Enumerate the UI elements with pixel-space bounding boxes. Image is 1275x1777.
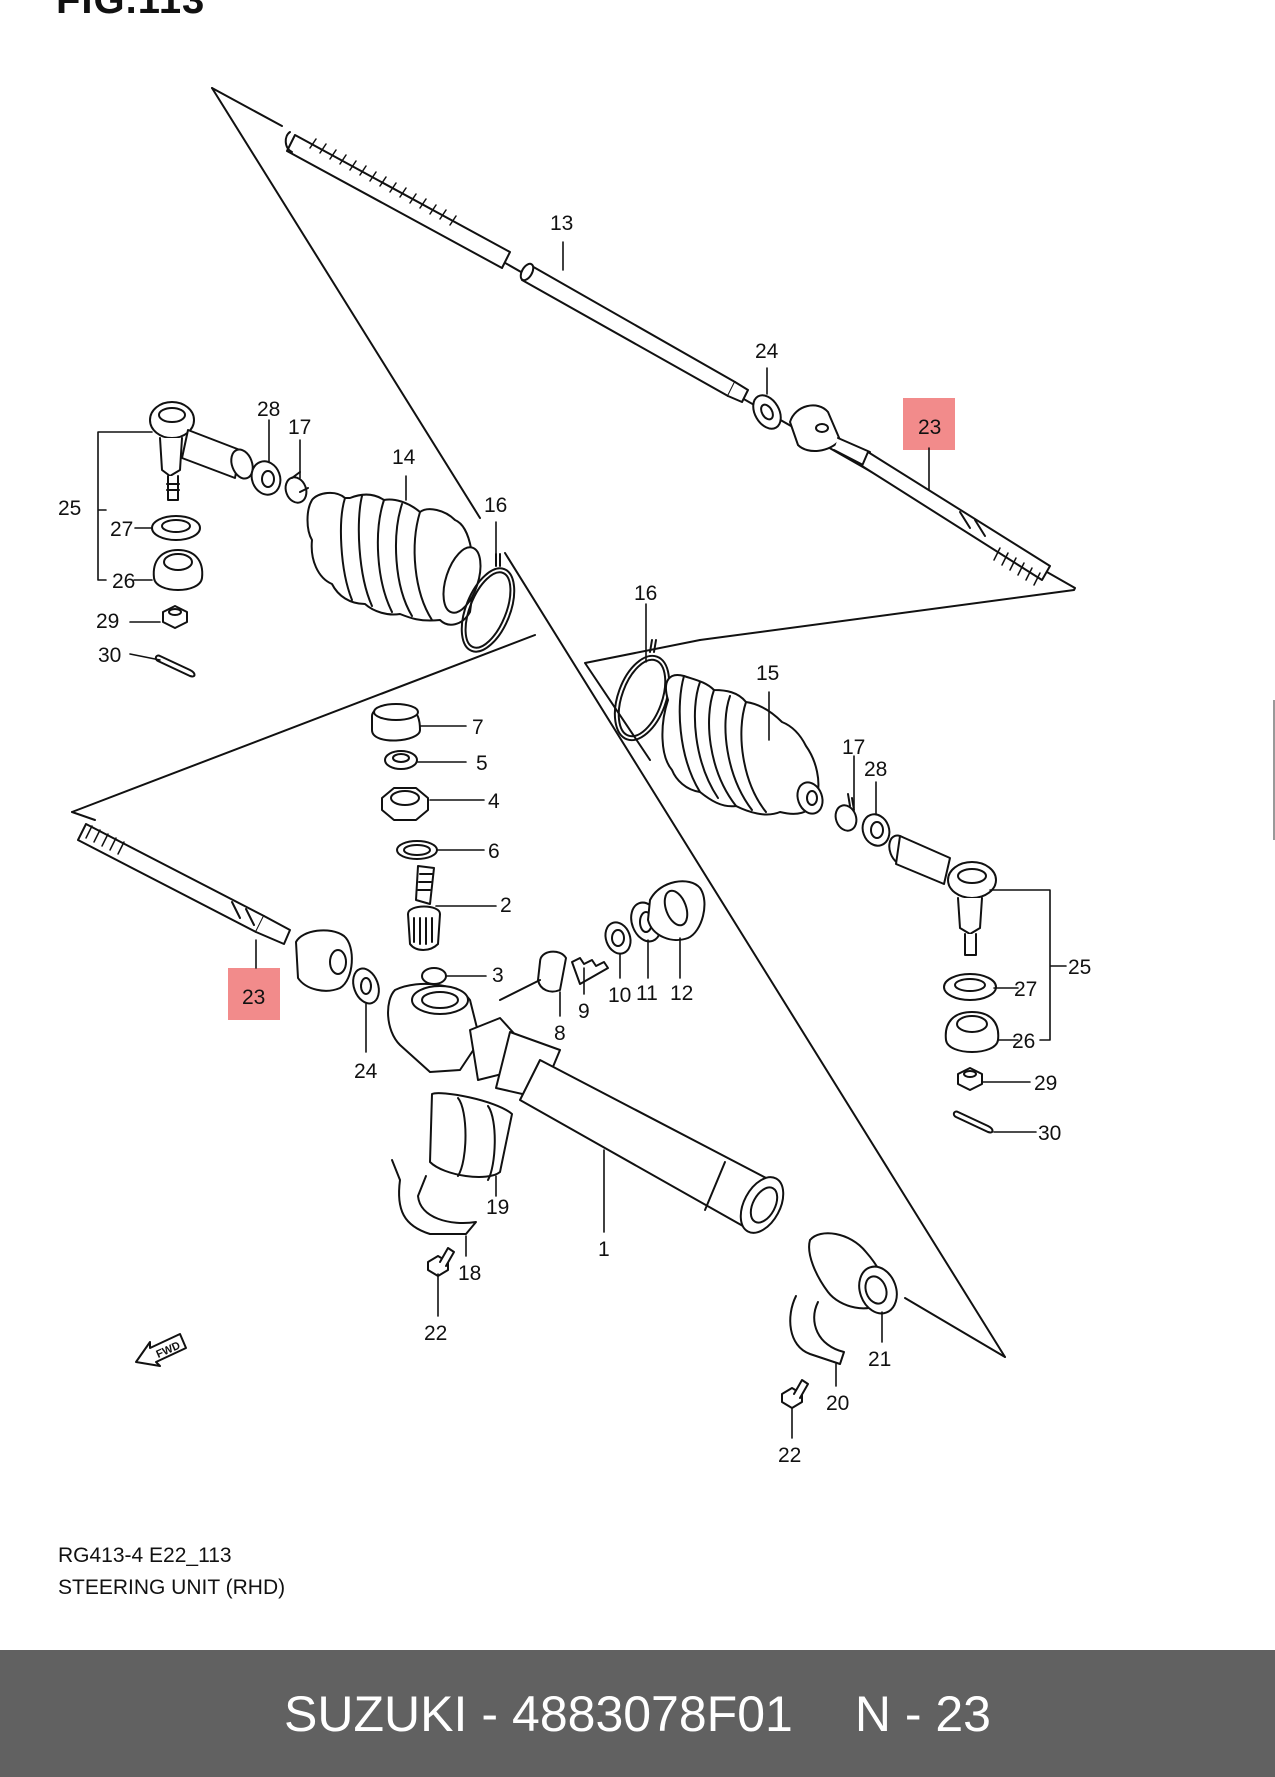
tie-rod-end-part-25-left [149,401,254,501]
callout-27-left: 27 [110,518,133,541]
callout-1: 1 [598,1238,610,1261]
callout-25-right: 25 [1068,956,1091,979]
group-frame-lines [71,87,1076,1358]
callout-24-left: 24 [354,1060,378,1083]
nut-part-29-right [957,1067,983,1091]
nut-part-10 [604,921,632,955]
callout-16-right: 16 [634,582,657,605]
cotter-pin-part-30-left [154,654,196,678]
callout-29-right: 29 [1034,1072,1057,1095]
callout-25-left: 25 [58,497,81,520]
leader-lines [97,241,1067,1439]
tie-rod-part-23-top [789,404,1051,586]
nut-part-29-left [162,605,188,629]
callout-30-left: 30 [98,644,121,667]
callout-10: 10 [608,984,631,1007]
callout-12: 12 [670,982,693,1005]
callout-6: 6 [488,840,500,863]
nut-part-28-right [861,813,891,847]
callout-14: 14 [392,446,416,469]
callout-9: 9 [578,1000,590,1023]
seal-part-27-left [151,515,201,541]
callout-17-left: 17 [288,416,311,439]
callout-13: 13 [550,212,573,235]
callout-labels: 13 24 23 14 16 28 17 25 27 26 29 30 16 1… [58,212,1091,1467]
clamp-part-17-left [284,471,309,504]
callout-30-right: 30 [1038,1122,1061,1145]
forward-arrow-icon: FWD [135,1333,187,1367]
pinion-part-2 [407,865,441,951]
highlight-box-23-top [903,398,955,450]
spring-part-9 [571,957,609,985]
callout-28-right: 28 [864,758,887,781]
grommet-part-21 [808,1232,898,1315]
highlight-box-23-left [228,968,280,1020]
fwd-label: FWD [154,1340,182,1361]
locknut-part-4 [381,787,429,821]
callout-27-right: 27 [1014,978,1037,1001]
gear-housing-part-1 [387,983,785,1234]
plunger-part-8 [499,950,567,1001]
part-footer-bar: SUZUKI - 4883078F01 N - 23 [0,1650,1275,1777]
cap-part-12 [647,880,706,941]
tie-rod-part-23-left [77,823,353,992]
boot-part-26-right [944,1011,1000,1053]
callout-29-left: 29 [96,610,119,633]
callout-4: 4 [488,790,500,813]
callout-26-left: 26 [112,570,135,593]
brand-name: SUZUKI [284,1685,468,1742]
edge-divider [1273,700,1275,840]
callout-7: 7 [472,716,484,739]
callout-11: 11 [636,982,658,1005]
diagram-caption: STEERING UNIT (RHD) [58,1576,286,1599]
callout-23-top: 23 [918,416,941,439]
figure-title: FIG.113 [56,0,206,22]
callout-24-top: 24 [755,340,779,363]
boot-part-14 [306,492,482,626]
callout-19: 19 [486,1196,509,1219]
callout-5: 5 [476,752,488,775]
clamp-ring-part-16-right [613,639,671,742]
callout-28-left: 28 [257,398,280,421]
callout-22-right: 22 [778,1444,801,1467]
callout-3: 3 [492,964,504,987]
bracket-part-20 [789,1295,845,1365]
callout-15: 15 [756,662,779,685]
callout-17-right: 17 [842,736,865,759]
callout-20: 20 [826,1392,849,1415]
diagram-code: RG413-4 E22_113 [58,1544,232,1567]
cap-part-7 [371,703,421,742]
callout-8: 8 [554,1022,566,1045]
callout-2: 2 [500,894,512,917]
callout-26-right: 26 [1012,1030,1035,1053]
bolt-part-22-left [427,1247,455,1277]
bracket-part-18 [391,1159,477,1235]
callout-21: 21 [868,1348,891,1371]
brand-separator: - [481,1685,499,1742]
bearing-part-3 [421,967,447,985]
seal-part-27-right [943,973,997,1001]
steering-unit-exploded-diagram: FWD [58,87,1091,1467]
washer-part-24-top [752,394,782,430]
spring-part-5 [384,750,418,770]
callout-22-left: 22 [424,1322,447,1345]
clamp-part-17-right [834,793,858,832]
tie-rod-end-part-25-right [888,834,997,956]
callout-23-left: 23 [242,986,265,1009]
washer-part-24-left [352,967,380,1005]
rack-bar-part-13 [284,131,749,403]
part-number: 4883078F01 [512,1685,793,1742]
reference-number: N - 23 [854,1685,991,1742]
boot-part-26-left [152,549,204,591]
boot-part-15 [661,674,824,816]
nut-part-28-left [250,460,282,496]
bolt-part-22-right [781,1379,809,1409]
mount-part-19 [429,1092,513,1181]
callout-18: 18 [458,1262,481,1285]
seal-part-6 [396,840,438,860]
cotter-pin-part-30-right [952,1110,994,1134]
callout-16-left: 16 [484,494,507,517]
